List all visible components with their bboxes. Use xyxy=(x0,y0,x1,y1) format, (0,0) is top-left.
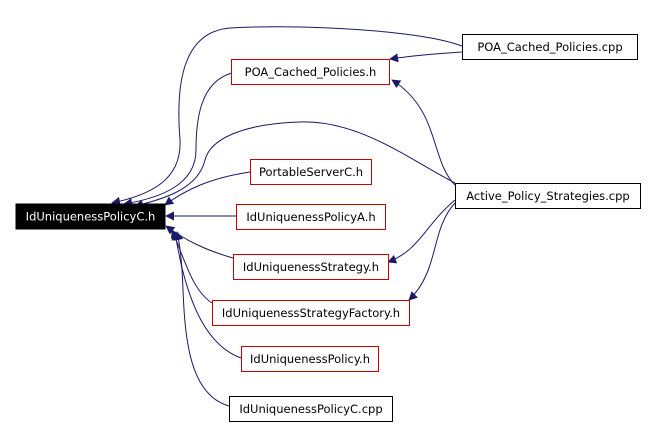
node-iduniquenessstrategy-h-label: IdUniquenessStrategy.h xyxy=(243,260,379,274)
edge-active-to-root xyxy=(134,121,456,209)
node-iduniquenesspolicy-h-label: IdUniquenessPolicy.h xyxy=(250,352,370,366)
node-root-label: IdUniquenessPolicyC.h xyxy=(26,210,156,224)
edge-us-to-root xyxy=(165,225,234,259)
node-root[interactable]: IdUniquenessPolicyC.h xyxy=(15,203,166,230)
node-active-policy-strategies-cpp[interactable]: Active_Policy_Strategies.cpp xyxy=(455,183,641,209)
edge-up-to-root xyxy=(171,231,242,359)
edge-cached-cpp-to-root xyxy=(111,26,463,206)
node-portableserverc-h[interactable]: PortableServerC.h xyxy=(250,159,372,185)
node-portableserverc-h-label: PortableServerC.h xyxy=(259,165,363,179)
node-iduniquenesspolicya-h[interactable]: IdUniquenessPolicyA.h xyxy=(236,204,386,230)
edge-active-to-cached-h xyxy=(391,79,456,186)
edge-upc-to-root xyxy=(174,231,230,407)
node-poa-cached-policies-cpp-label: POA_Cached_Policies.cpp xyxy=(477,40,622,54)
node-poa-cached-policies-cpp[interactable]: POA_Cached_Policies.cpp xyxy=(462,34,638,60)
node-poa-cached-policies-h-label: POA_Cached_Policies.h xyxy=(245,65,377,79)
edge-usf-to-root xyxy=(171,229,213,304)
edge-cached-cpp-to-cached-h xyxy=(389,51,463,63)
node-poa-cached-policies-h[interactable]: POA_Cached_Policies.h xyxy=(231,59,390,85)
node-iduniquenessstrategyfactory-h-label: IdUniquenessStrategyFactory.h xyxy=(222,306,400,320)
node-iduniquenesspolicy-h[interactable]: IdUniquenessPolicy.h xyxy=(241,346,379,372)
node-iduniquenessstrategy-h[interactable]: IdUniquenessStrategy.h xyxy=(233,254,389,280)
node-active-policy-strategies-cpp-label: Active_Policy_Strategies.cpp xyxy=(466,189,629,203)
edge-psc-to-root xyxy=(164,171,251,206)
edge-cached-h-to-root xyxy=(123,72,233,208)
node-iduniquenesspolicya-h-label: IdUniquenessPolicyA.h xyxy=(246,210,375,224)
node-iduniquenesspolicyc-cpp-label: IdUniquenessPolicyC.cpp xyxy=(239,402,382,416)
edge-active-to-us xyxy=(387,199,456,264)
node-iduniquenessstrategyfactory-h[interactable]: IdUniquenessStrategyFactory.h xyxy=(212,300,410,326)
edges xyxy=(111,26,463,407)
edge-active-to-usf xyxy=(408,202,456,301)
node-iduniquenesspolicyc-cpp[interactable]: IdUniquenessPolicyC.cpp xyxy=(229,396,393,422)
